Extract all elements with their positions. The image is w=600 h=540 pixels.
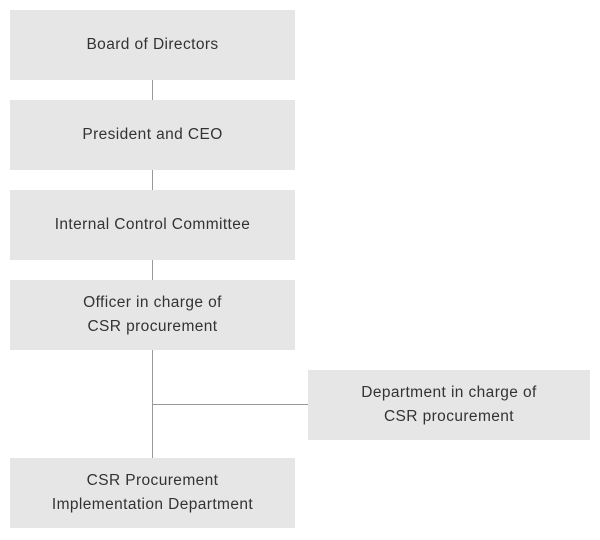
- org-node-board-of-directors: Board of Directors: [10, 10, 295, 80]
- connector-president-internal-control: [152, 170, 153, 190]
- org-node-president-and-ceo: President and CEO: [10, 100, 295, 170]
- org-node-label: Department in charge of CSR procurement: [361, 383, 537, 425]
- org-node-label: Internal Control Committee: [54, 215, 251, 233]
- org-node-implementation-department: CSR Procurement Implementation Departmen…: [10, 458, 295, 528]
- connector-branch-department: [152, 404, 308, 405]
- connector-board-president: [152, 80, 153, 100]
- org-node-label: CSR Procurement Implementation Departmen…: [51, 471, 254, 513]
- org-node-label: President and CEO: [82, 125, 223, 143]
- org-node-label: Officer in charge of CSR procurement: [83, 293, 222, 335]
- org-node-department-in-charge: Department in charge of CSR procurement: [308, 370, 590, 440]
- connector-internal-control-officer: [152, 260, 153, 280]
- org-node-internal-control-committee: Internal Control Committee: [10, 190, 295, 260]
- org-node-officer-in-charge: Officer in charge of CSR procurement: [10, 280, 295, 350]
- org-node-label: Board of Directors: [86, 35, 219, 53]
